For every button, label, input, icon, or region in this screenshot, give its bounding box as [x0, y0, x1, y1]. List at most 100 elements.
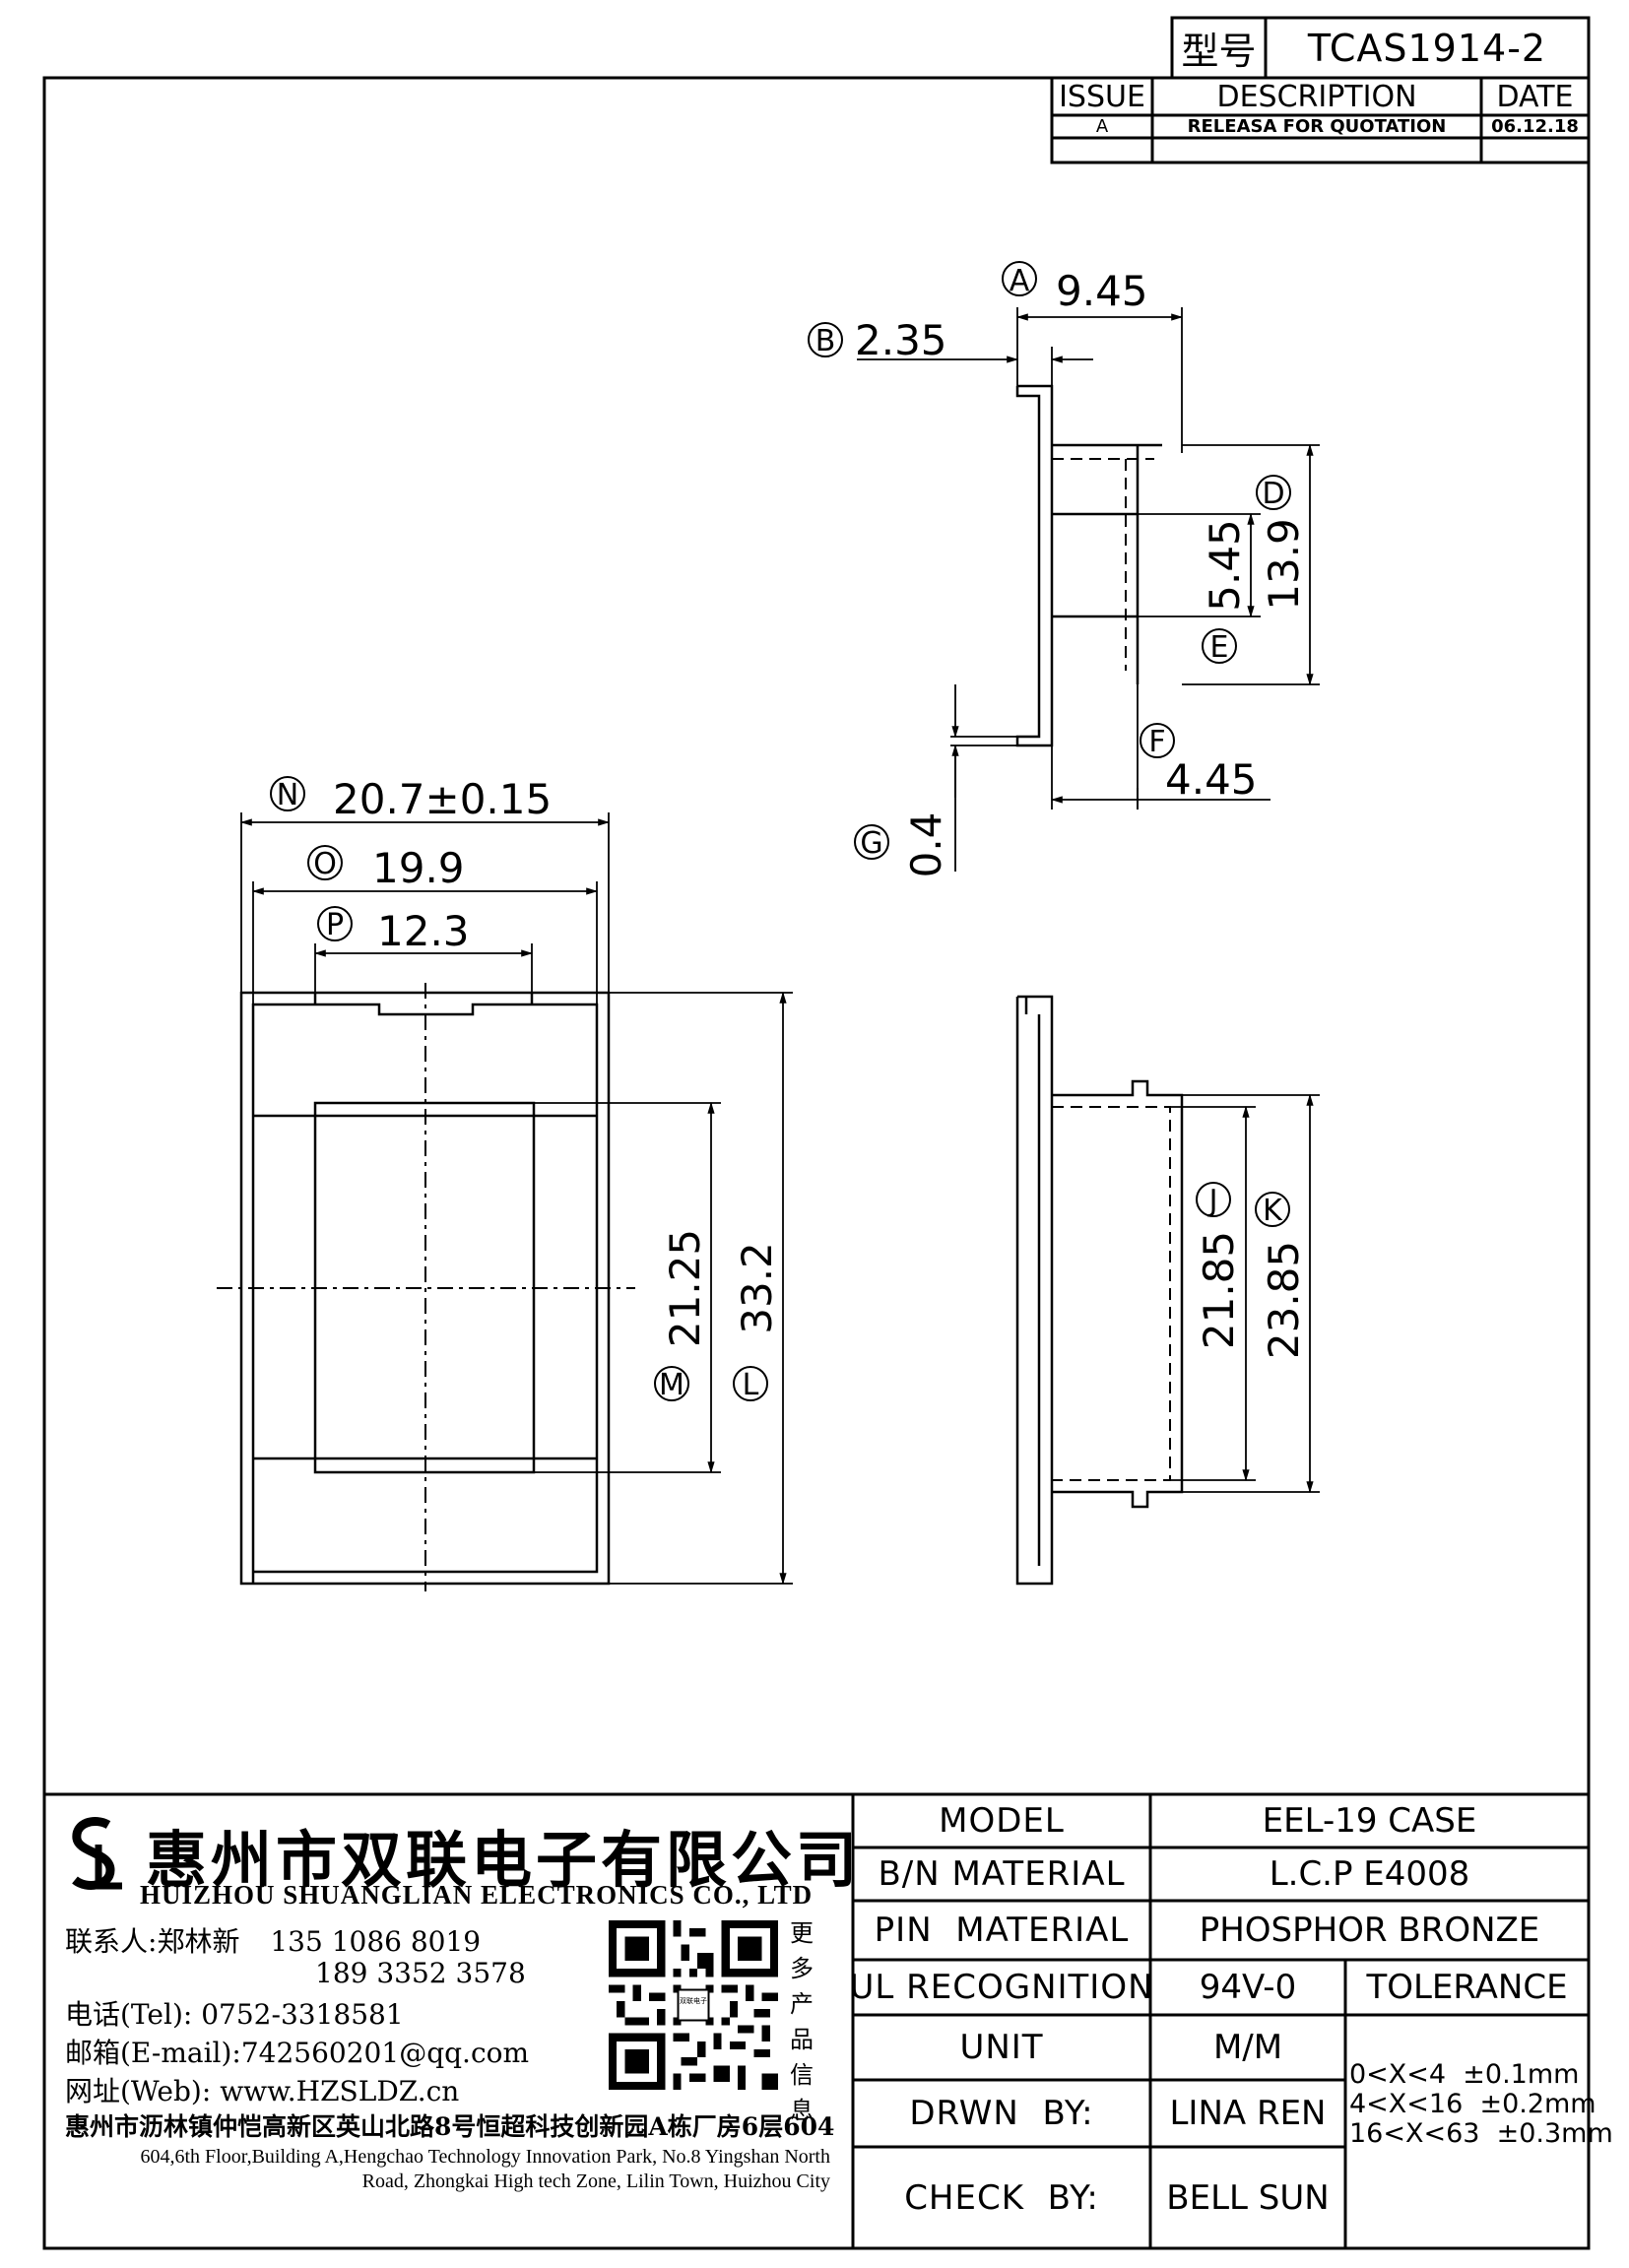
address-en-2: Road, Zhongkai High tech Zone, Lilin Tow…: [361, 2171, 830, 2192]
email-row: 邮箱(E-mail):742560201@qq.com: [65, 2032, 529, 2071]
dim-K-value: 23.85: [1260, 1241, 1308, 1359]
tel-row: 电话(Tel): 0752-3318581: [65, 1993, 404, 2033]
company-name-cn: 惠州市双联电子有限公司: [146, 1824, 862, 1896]
phone-2: 189 3352 3578: [315, 1957, 526, 1989]
contact-label: 联系人:: [65, 1925, 158, 1958]
tolerance-item: 0<X<4 ±0.1mm: [1349, 2059, 1580, 2090]
dim-A: A 9.45: [1002, 261, 1148, 315]
spec-ul-label: UL RECOGNITION: [849, 1968, 1154, 2007]
contact-name: 郑林新: [157, 1925, 240, 1958]
qr-code[interactable]: 双联电子: [609, 1920, 778, 2090]
dim-G: G 0.4: [854, 812, 950, 878]
rev-header-issue: ISSUE: [1059, 79, 1145, 114]
dim-J-letter: J: [1207, 1184, 1218, 1218]
tolerance-item: 4<X<16 ±0.2mm: [1349, 2089, 1596, 2119]
dim-K-letter: K: [1263, 1194, 1283, 1228]
company-logo: [65, 1815, 126, 1894]
rev-issue: A: [1095, 116, 1109, 137]
dim-O-letter: O: [313, 847, 337, 881]
dim-P-value: 12.3: [377, 907, 470, 955]
dim-E: E 5.45: [1201, 519, 1249, 665]
side-view: [1015, 384, 1162, 747]
dim-E-value: 5.45: [1201, 519, 1249, 612]
dim-M-value: 21.25: [661, 1229, 709, 1347]
qr-side-char: 更: [790, 1919, 814, 1947]
dim-B-value: 2.35: [855, 316, 947, 364]
dim-L-letter: L: [743, 1368, 759, 1402]
spec-drawn-label: DRWN BY:: [909, 2094, 1094, 2133]
spec-pin-value: PHOSPHOR BRONZE: [1199, 1911, 1540, 1950]
dim-M: M 21.25: [654, 1229, 709, 1402]
email-address[interactable]: 742560201@qq.com: [240, 2037, 530, 2069]
company-name-en: HUIZHOU SHUANGLIAN ELECTRONICS CO., LTD: [140, 1880, 814, 1910]
dim-N-value: 20.7±0.15: [333, 775, 552, 823]
dim-F-letter: F: [1148, 725, 1165, 759]
qr-side-caption: 更 多 产 品 信 息: [788, 1915, 815, 2128]
tel-label: 电话(Tel):: [65, 1998, 193, 2031]
web-label: 网址(Web):: [65, 2075, 212, 2107]
rev-header-description: DESCRIPTION: [1216, 79, 1417, 114]
spec-bn-label: B/N MATERIAL: [878, 1854, 1126, 1894]
dim-J: J 21.85: [1195, 1182, 1243, 1349]
dim-D-letter: D: [1262, 477, 1284, 511]
phone-1: 135 1086 8019: [270, 1925, 482, 1958]
dim-D: D 13.9: [1256, 475, 1308, 611]
spec-model-value: EEL-19 CASE: [1262, 1801, 1477, 1841]
spec-drawn-value: LINA REN: [1169, 2094, 1327, 2133]
spec-unit-value: M/M: [1212, 2028, 1283, 2067]
spec-tolerance-label: TOLERANCE: [1366, 1968, 1568, 2007]
spec-model-label: MODEL: [939, 1801, 1065, 1841]
drawing-border: [42, 76, 1591, 2250]
dim-F-value: 4.45: [1165, 755, 1258, 804]
dim-P-letter: P: [326, 908, 344, 942]
dim-E-letter: E: [1210, 630, 1229, 665]
tolerance-list: 0<X<4 ±0.1mm 4<X<16 ±0.2mm 16<X<63 ±0.3m…: [1349, 2060, 1613, 2149]
dim-F: F 4.45: [1140, 723, 1258, 804]
dim-A-value: 9.45: [1056, 267, 1148, 315]
dim-J-value: 21.85: [1195, 1231, 1243, 1349]
dim-A-letter: A: [1010, 264, 1030, 298]
spec-ul-value: 94V-0: [1199, 1968, 1297, 2007]
dim-L-value: 33.2: [733, 1242, 781, 1334]
dim-N: N 20.7±0.15: [270, 775, 552, 823]
dim-B: B 2.35: [808, 316, 947, 364]
dim-K: K 23.85: [1255, 1192, 1308, 1359]
email-label: 邮箱(E-mail):: [65, 2037, 241, 2069]
front-view: [1015, 995, 1184, 1586]
rev-date: 06.12.18: [1491, 116, 1579, 137]
tel-number: 0752-3318581: [201, 1998, 404, 2031]
web-address[interactable]: www.HZSLDZ.cn: [220, 2075, 460, 2107]
dim-O: O 19.9: [307, 844, 465, 892]
qr-side-char: 信: [790, 2061, 814, 2089]
qr-side-char: 多: [790, 1955, 814, 1982]
rev-header-date: DATE: [1496, 79, 1574, 114]
dim-L: L 33.2: [733, 1242, 781, 1402]
spec-pin-label: PIN MATERIAL: [874, 1911, 1130, 1950]
model-label: 型号: [1181, 30, 1257, 73]
qr-side-char: 息: [790, 2097, 814, 2124]
dim-B-letter: B: [815, 324, 836, 358]
dim-M-letter: M: [659, 1368, 684, 1402]
spec-bn-value: L.C.P E4008: [1269, 1854, 1470, 1894]
dim-G-letter: G: [860, 826, 882, 861]
spec-check-label: CHECK BY:: [904, 2177, 1099, 2218]
dim-N-letter: N: [277, 778, 298, 812]
qr-side-char: 产: [790, 1990, 814, 2018]
tolerance-item: 16<X<63 ±0.3mm: [1349, 2118, 1613, 2149]
dim-P: P 12.3: [317, 906, 470, 955]
qr-side-char: 品: [790, 2026, 814, 2053]
rev-description: RELEASA FOR QUOTATION: [1187, 116, 1447, 137]
revision-block: [1050, 76, 1591, 164]
spec-unit-label: UNIT: [959, 2028, 1044, 2067]
dim-O-value: 19.9: [372, 844, 465, 892]
web-row: 网址(Web): www.HZSLDZ.cn: [65, 2070, 459, 2109]
qr-center-label: 双联电子: [680, 1997, 707, 2005]
address-en-1: 604,6th Floor,Building A,Hengchao Techno…: [140, 2146, 830, 2168]
contact-row: 联系人:郑林新 135 1086 8019: [65, 1920, 481, 1960]
dim-G-value: 0.4: [902, 812, 950, 878]
dim-D-value: 13.9: [1260, 518, 1308, 611]
address-cn: 惠州市沥林镇仲恺高新区英山北路8号恒超科技创新园A栋厂房6层604: [65, 2112, 835, 2141]
spec-check-value: BELL SUN: [1166, 2177, 1330, 2218]
model-code: TCAS1914-2: [1307, 26, 1547, 70]
